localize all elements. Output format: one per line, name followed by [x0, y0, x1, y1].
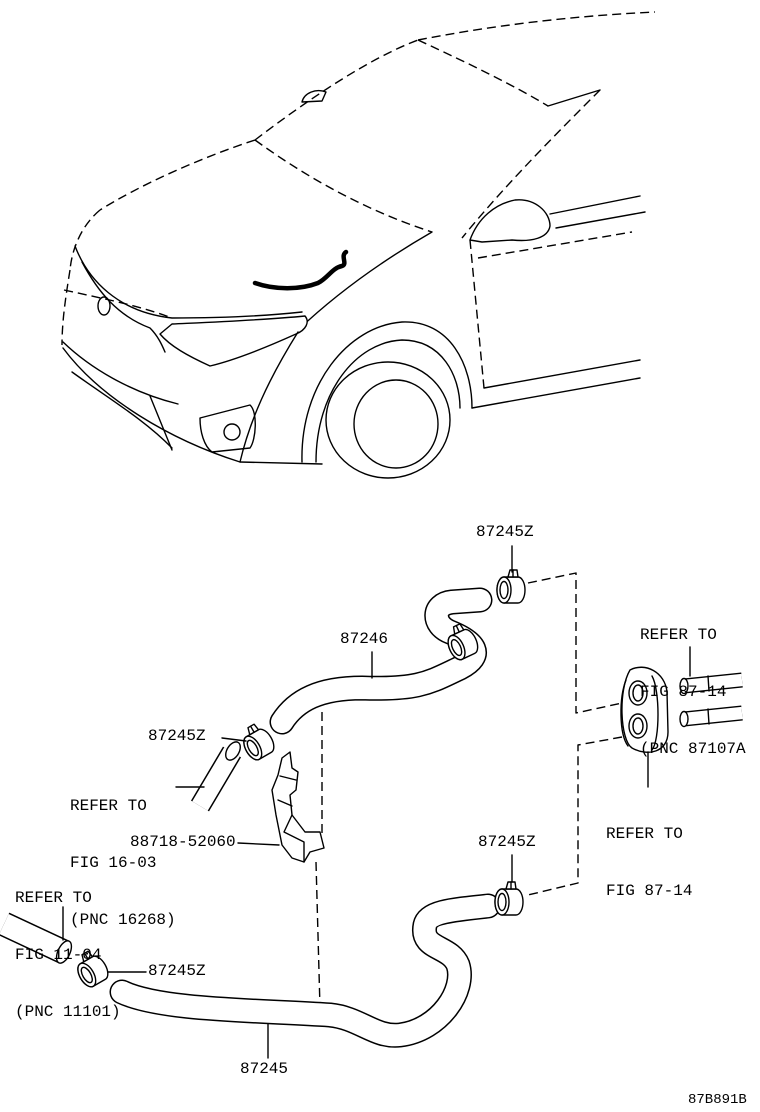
label-clamp-mid-left: 87245Z — [148, 727, 206, 745]
inner-grille-line — [81, 261, 166, 353]
label-bracket: 88718-52060 — [130, 833, 236, 851]
washer-hose-location — [252, 249, 349, 291]
hood-left-edge — [99, 139, 256, 211]
bracket-88718-52060 — [271, 751, 325, 863]
leader-bracket — [237, 842, 280, 846]
reference-line: (PNC 16268) — [70, 911, 176, 929]
reference-line: (PNC 11101) — [15, 1003, 121, 1021]
cowl-line — [254, 139, 433, 233]
rear-view-mirror — [301, 89, 327, 103]
reference-line: (PNC 87107A — [640, 740, 746, 758]
emblem — [97, 296, 111, 316]
fog-lamp — [223, 423, 241, 441]
clamp-lower-right — [494, 881, 524, 916]
windshield-top-edge — [417, 39, 549, 107]
nozzle-pipe-lower — [679, 705, 743, 728]
reference-line: FIG 11-04 — [15, 946, 102, 964]
rocker-line-upper — [483, 359, 641, 389]
reference-line: REFER TO — [640, 626, 717, 644]
window-line-upper — [549, 195, 641, 215]
label-hose-upper: 87246 — [340, 630, 389, 648]
lower-grille-divider — [149, 395, 173, 451]
label-hose-lower: 87245 — [240, 1060, 289, 1078]
car-dashed-outlines — [61, 11, 656, 389]
hood-lower-edge — [63, 289, 173, 319]
wheel-hub — [353, 379, 439, 469]
hood-fender-crease — [297, 231, 433, 331]
car-illustration — [61, 11, 656, 479]
grommet-fig-87-14 — [620, 666, 669, 753]
leader-bracket-to-lower-hose — [315, 861, 321, 1009]
pipe-fig-16-03 — [190, 741, 242, 812]
leader-top-clamp-to-grommet — [527, 572, 623, 714]
door-front-line — [469, 239, 485, 389]
belt-line — [477, 231, 633, 259]
nozzle-pipe-upper — [679, 672, 743, 695]
reference-line: REFER TO — [15, 889, 92, 907]
figure-code: 87B891B — [688, 1092, 747, 1108]
label-clamp-lower-right: 87245Z — [478, 833, 536, 851]
a-pillar — [461, 89, 601, 239]
hose-87246 — [269, 587, 493, 735]
label-clamp-lower-left: 87245Z — [148, 962, 206, 980]
front-tire — [325, 361, 451, 479]
pipe-fig-11-04 — [0, 912, 73, 964]
window-line-lower — [555, 211, 646, 229]
pipe-end — [55, 940, 73, 964]
reference-upper-right: REFER TO FIG 87-14 (PNC 87107A — [640, 588, 746, 778]
leader-clamp-mid-left — [221, 737, 247, 742]
reference-line: FIG 87-14 — [606, 882, 693, 900]
washer-hose-on-car — [252, 249, 349, 291]
lower-grille-top — [62, 341, 179, 405]
reference-line: REFER TO — [70, 797, 147, 815]
front-corner-edge — [61, 269, 71, 346]
lower-grille-inner — [71, 371, 173, 449]
reference-far-left-pipe: REFER TO FIG 11-04 (PNC 11101) — [15, 851, 121, 1041]
wheel-arch-inner — [315, 339, 461, 463]
windshield-left-edge — [254, 39, 419, 141]
clamp-top — [496, 569, 526, 604]
label-clamp-top: 87245Z — [476, 523, 534, 541]
bumper-bottom — [62, 347, 323, 465]
leader-grommet-to-lower-clamp — [527, 736, 623, 896]
solid-leaders — [62, 545, 691, 1059]
reference-line: REFER TO — [606, 825, 683, 843]
reference-line: FIG 16-03 — [70, 854, 157, 872]
reference-lower-right: REFER TO FIG 87-14 — [606, 787, 692, 920]
pipe-end — [225, 741, 241, 761]
rocker-line-lower — [471, 377, 641, 409]
car-body-lines — [62, 89, 646, 479]
hood-front-edge — [69, 209, 101, 271]
side-mirror — [469, 199, 551, 243]
wheel-arch-outer — [301, 321, 473, 463]
fog-lamp-housing — [199, 404, 256, 453]
headlight — [159, 315, 308, 367]
dashed-leaders — [315, 572, 623, 1009]
bumper-side-line — [239, 331, 299, 463]
reference-line: FIG 87-14 — [640, 683, 727, 701]
grille-top-line — [74, 245, 303, 319]
roof-line — [417, 11, 656, 41]
reference-left-pipe: REFER TO FIG 16-03 (PNC 16268) — [70, 759, 176, 949]
roof-front-line — [547, 89, 601, 107]
hose-87245 — [109, 893, 501, 1048]
